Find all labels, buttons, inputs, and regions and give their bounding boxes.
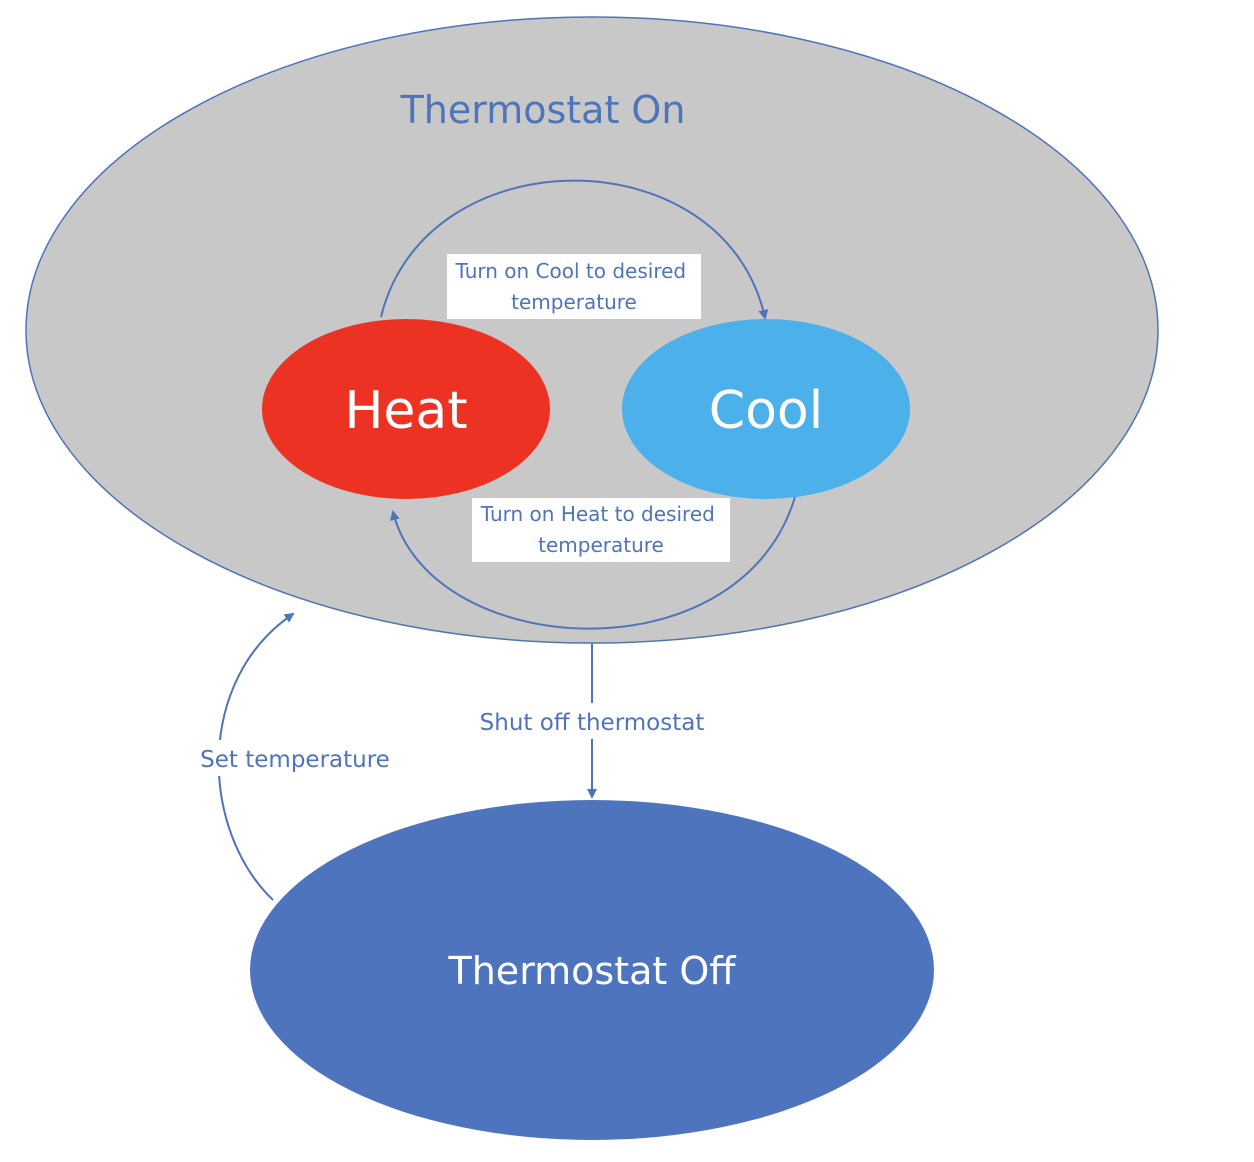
on-to-off-label-box (462, 703, 724, 739)
off-to-on-label-box (186, 740, 404, 776)
heat-to-cool-label-box (447, 254, 701, 319)
heat-state-label: Heat (344, 381, 467, 441)
on-to-off-label: Shut off thermostat (480, 710, 705, 736)
heat-to-cool-arrow (380, 179, 769, 320)
thermostat-on-title: Thermostat On (400, 88, 686, 132)
cool-to-heat-arrow (390, 496, 796, 630)
thermostat-off-state (250, 800, 934, 1140)
off-to-on-label: Set temperature (200, 747, 390, 773)
cool-to-heat-label-box (472, 498, 730, 562)
thermostat-off-label: Thermostat Off (448, 949, 737, 993)
heat-to-cool-label: Turn on Cool to desired temperature (455, 259, 693, 314)
cool-state (622, 319, 910, 499)
heat-state (262, 319, 550, 499)
cool-state-label: Cool (709, 381, 823, 441)
cool-to-heat-label: Turn on Heat to desired temperature (480, 502, 721, 557)
